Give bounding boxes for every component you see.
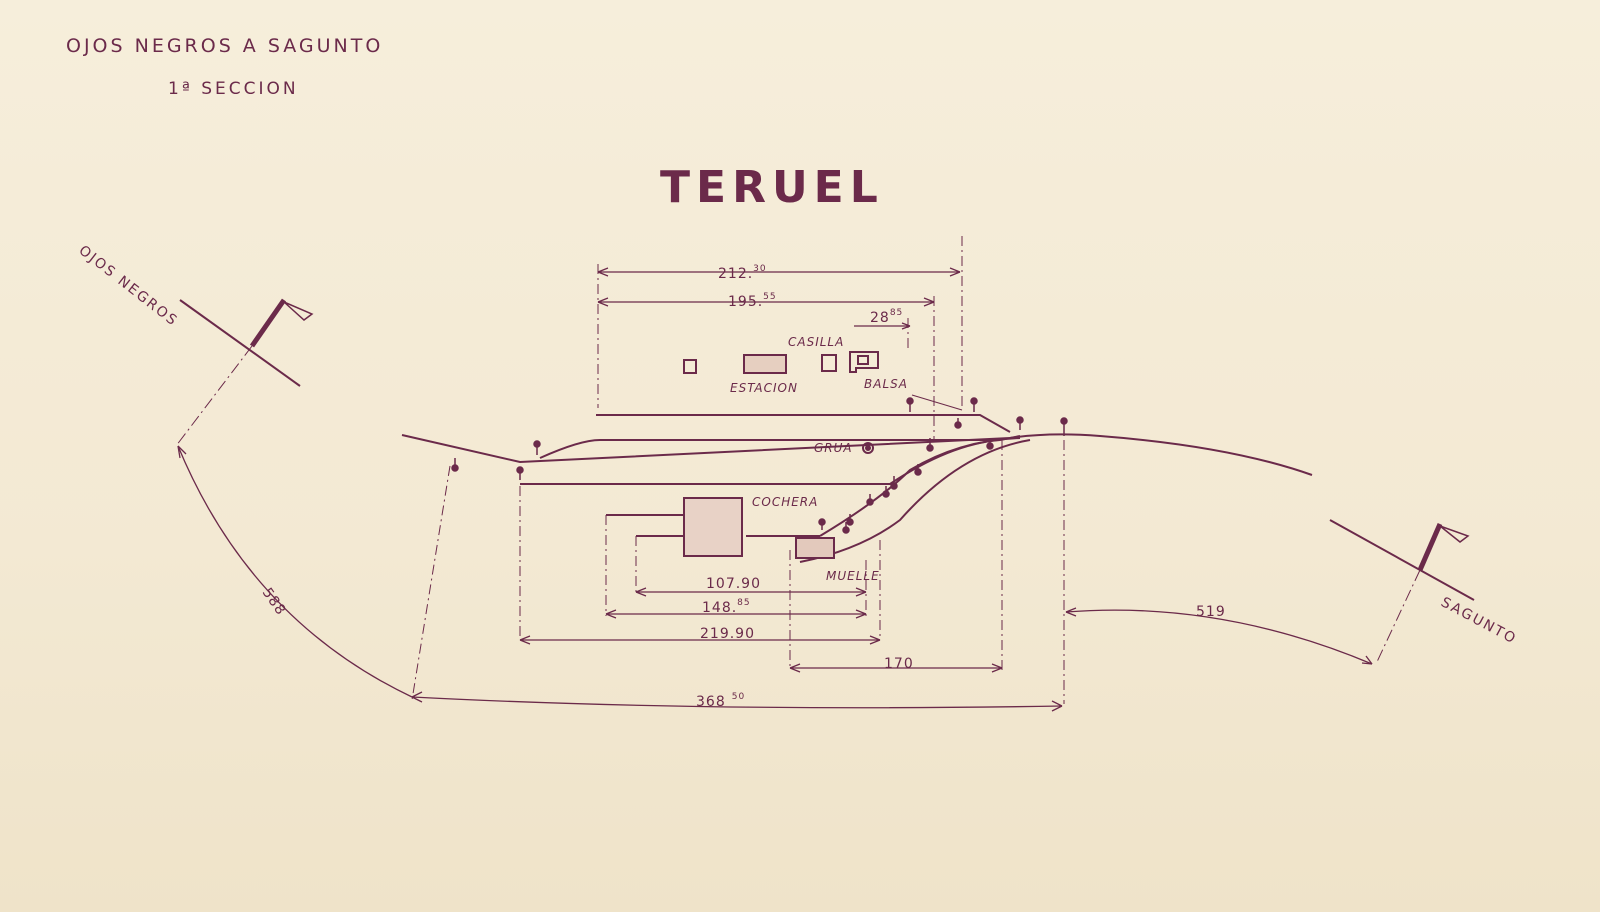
siding-cochera-connection bbox=[819, 437, 1021, 537]
dim-148: 148.85 bbox=[702, 598, 751, 616]
label-casilla: CASILLA bbox=[788, 335, 844, 349]
siding-upper bbox=[539, 435, 1021, 459]
casilla-building bbox=[821, 354, 837, 372]
dim-212: 212.30 bbox=[718, 264, 767, 282]
dimension-arrows bbox=[177, 267, 1373, 712]
dim-195: 195.55 bbox=[728, 292, 777, 310]
right-signal bbox=[1329, 519, 1475, 665]
station-title: TERUEL bbox=[660, 162, 884, 213]
direction-right-label: SAGUNTO bbox=[1438, 594, 1519, 647]
muelle-platform bbox=[795, 537, 835, 559]
cochera-building bbox=[683, 497, 743, 557]
left-signal bbox=[175, 298, 314, 447]
direction-left-label: OJOS NEGROS bbox=[76, 243, 181, 330]
siding-top bbox=[596, 414, 1011, 433]
label-grua: GRUA bbox=[814, 441, 853, 455]
dim-519: 519 bbox=[1196, 604, 1226, 620]
label-balsa: BALSA bbox=[864, 377, 908, 391]
dim-107: 107.90 bbox=[706, 576, 761, 592]
label-estacion: ESTACION bbox=[730, 381, 798, 395]
line-title: OJOS NEGROS A SAGUNTO bbox=[66, 35, 383, 57]
siding-muelle-curve bbox=[799, 439, 1031, 563]
grua-crane bbox=[862, 442, 874, 454]
label-cochera: COCHERA bbox=[752, 495, 818, 509]
estacion-building bbox=[743, 354, 787, 374]
dim-28: 2885 bbox=[870, 308, 903, 326]
buildings bbox=[683, 351, 879, 559]
switch-posts bbox=[451, 397, 1068, 534]
label-muelle: MUELLE bbox=[826, 569, 880, 583]
main-line bbox=[401, 433, 1313, 476]
balsa-leader bbox=[911, 394, 963, 411]
dim-588: 588 bbox=[259, 585, 289, 619]
dimension-lines bbox=[411, 236, 1065, 704]
balsa-structure bbox=[849, 351, 879, 373]
track-layout bbox=[401, 394, 1313, 563]
section-title: 1ª SECCION bbox=[168, 79, 299, 99]
dim-170: 170 bbox=[884, 656, 914, 672]
small-building bbox=[683, 359, 697, 374]
dim-219: 219.90 bbox=[700, 626, 755, 642]
